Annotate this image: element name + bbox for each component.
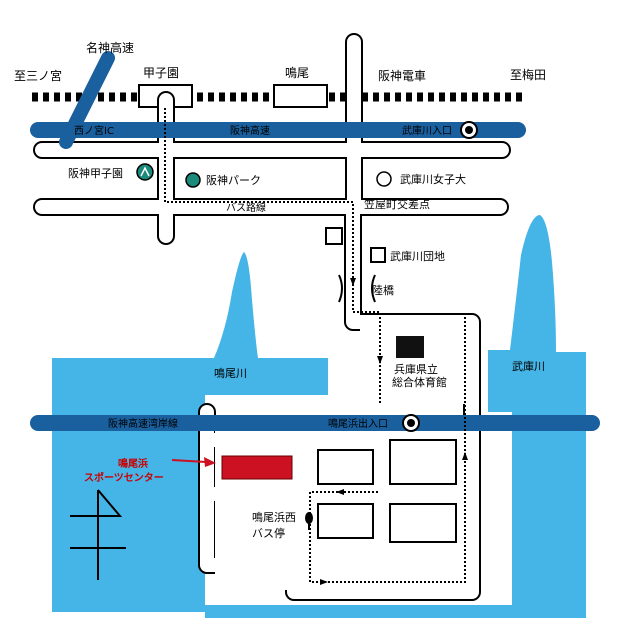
bus-stop-label-2: バス停 xyxy=(252,526,285,540)
university-marker-icon xyxy=(376,171,392,187)
gym-label-1: 兵庫県立 xyxy=(394,362,438,376)
to-umeda-label: 至梅田 xyxy=(510,67,546,82)
hanshin-railway-label: 阪神電車 xyxy=(378,69,426,83)
arrow-up-icon xyxy=(462,452,468,460)
kasayacho-label: 笠屋町交差点 xyxy=(364,197,430,211)
building-small xyxy=(325,227,343,245)
arrow-down-icon xyxy=(377,356,383,364)
north-arrow-icon xyxy=(70,489,126,580)
block-2 xyxy=(317,503,374,539)
rikkyo-label: 陸橋 xyxy=(372,283,394,297)
markers xyxy=(136,121,478,530)
block-1 xyxy=(317,449,374,485)
buildings xyxy=(221,227,457,543)
bus-stop-icon xyxy=(305,512,313,530)
bus-route-north xyxy=(164,108,381,404)
mukogawa-entrance-label: 武庫川入口 xyxy=(402,124,452,137)
bus-route-arrows xyxy=(320,278,468,585)
muko-river-water xyxy=(205,215,586,618)
stadium-icon xyxy=(136,163,154,181)
circle-dot-icon xyxy=(402,414,420,432)
muko-river-label: 武庫川 xyxy=(512,359,545,373)
arrow-down-icon xyxy=(350,278,356,286)
text-labels: 名神高速 至三ノ宮 甲子園 鳴尾 阪神電車 至梅田 西ノ宮IC 阪神高速 武庫川… xyxy=(14,40,546,540)
block-4 xyxy=(389,503,457,543)
mukogawa-womens-univ-label: 武庫川女子大 xyxy=(400,172,466,186)
circle-dot-icon xyxy=(460,121,478,139)
gym-land xyxy=(360,322,472,404)
koshien-stadium-label: 阪神甲子園 xyxy=(68,166,123,180)
meishin-expressway xyxy=(59,51,115,149)
arrow-right-icon xyxy=(171,457,216,467)
expressways xyxy=(30,51,600,431)
sports-center-label-1: 鳴尾浜 xyxy=(118,457,148,470)
railway xyxy=(32,84,524,108)
meishin-label: 名神高速 xyxy=(86,40,134,55)
naruohama-entrance-label: 鳴尾浜出入口 xyxy=(328,417,388,430)
bus-stop-label-1: 鳴尾浜西 xyxy=(252,510,296,524)
bayshore-label: 阪神高速湾岸線 xyxy=(108,417,178,430)
gym-building xyxy=(396,336,424,358)
bus-route-label: バス路線 xyxy=(226,201,266,214)
nishinomiya-ic-label: 西ノ宮IC xyxy=(74,124,114,137)
arrow-left-icon xyxy=(336,489,344,495)
naruo-station-box xyxy=(273,84,328,108)
koshien-station-label: 甲子園 xyxy=(143,66,179,80)
sports-center-label-2: スポーツセンター xyxy=(84,471,164,484)
overpass-icon xyxy=(338,274,376,303)
to-sannomiya-label: 至三ノ宮 xyxy=(14,68,62,83)
sports-center-building xyxy=(221,455,293,480)
arrow-right-icon xyxy=(320,579,328,585)
bus-route-loop xyxy=(309,313,466,583)
water-areas xyxy=(52,215,586,618)
gym-label-2: 総合体育館 xyxy=(392,375,447,389)
naruo-river-water xyxy=(52,252,328,612)
naruo-station-label: 鳴尾 xyxy=(285,66,309,80)
hanshin-expressway-label: 阪神高速 xyxy=(230,124,270,137)
block-3 xyxy=(389,439,457,485)
bus-route xyxy=(164,108,466,583)
building-danchi xyxy=(370,247,386,263)
hanshin-park-label: 阪神パーク xyxy=(206,173,261,187)
park-marker-icon xyxy=(185,172,201,188)
naruo-river-label: 鳴尾川 xyxy=(214,366,247,380)
mukogawa-danchi-label: 武庫川団地 xyxy=(390,249,445,263)
